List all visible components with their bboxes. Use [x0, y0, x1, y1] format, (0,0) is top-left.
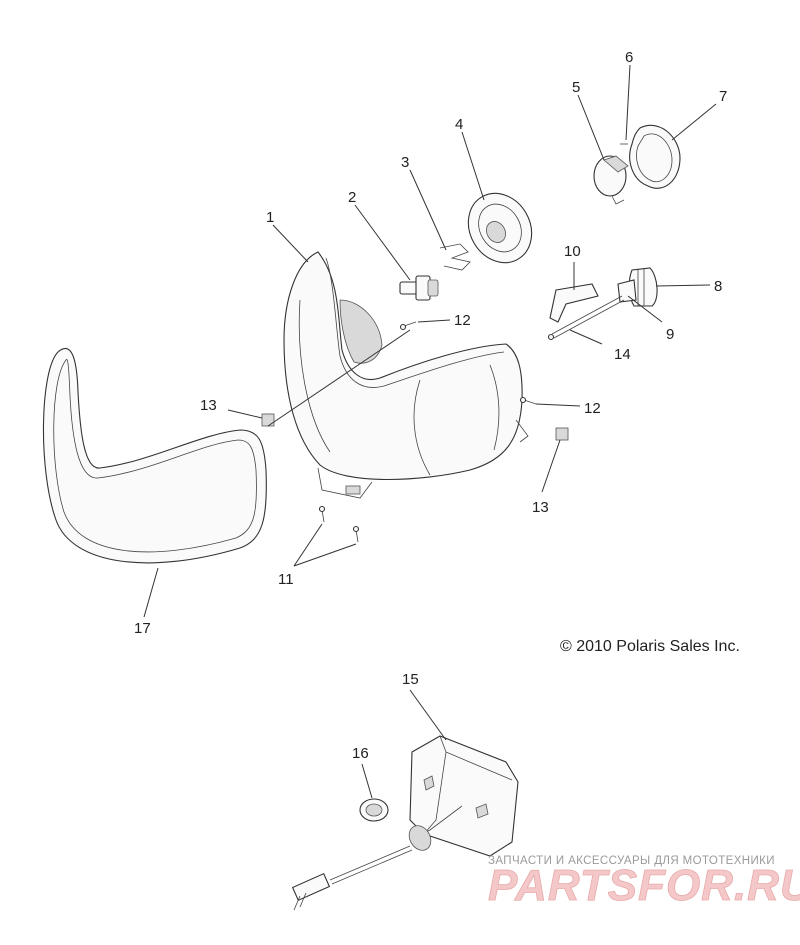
callout-15: 15 — [402, 671, 419, 688]
part-3-retaining-clip — [439, 243, 471, 271]
callout-9: 9 — [666, 326, 674, 343]
part-15-module-box — [409, 735, 519, 857]
callout-14: 14 — [614, 346, 631, 363]
callout-5: 5 — [572, 79, 580, 96]
callout-11: 11 — [278, 571, 294, 588]
part-17-gasket — [42, 347, 267, 564]
callout-8: 8 — [714, 278, 722, 295]
part-1-headlight-housing — [283, 251, 529, 499]
wiring-harness — [291, 805, 463, 911]
watermark-tagline: ЗАПЧАСТИ И АКСЕССУАРЫ ДЛЯ МОТОТЕХНИКИ — [488, 855, 775, 867]
callout-3: 3 — [401, 154, 409, 171]
leader-lines — [143, 64, 717, 799]
callout-2: 2 — [348, 189, 356, 206]
callout-6: 6 — [625, 49, 633, 66]
part-7-seal-ring — [629, 124, 681, 189]
callout-13b: 13 — [532, 499, 549, 516]
callout-13a: 13 — [200, 397, 217, 414]
callout-4: 4 — [455, 116, 463, 133]
callout-16: 16 — [352, 745, 369, 762]
part-13-clip-right — [555, 427, 569, 441]
callout-labels: 1 2 3 4 5 6 7 8 9 10 11 12 12 13 13 14 1… — [134, 49, 727, 762]
part-4-dust-cover — [467, 192, 533, 264]
part-16-grommet — [359, 798, 389, 822]
callout-1: 1 — [266, 209, 274, 226]
part-14-adjuster-rod — [547, 295, 625, 341]
part-11-screws — [318, 505, 360, 543]
part-12-screw-lower — [519, 396, 537, 405]
watermark-logo: PARTSFOR.RU — [488, 861, 800, 910]
callout-12a: 12 — [454, 312, 471, 329]
part-10-bracket — [549, 283, 599, 323]
callout-17: 17 — [134, 620, 151, 637]
part-2-bulb — [399, 275, 439, 301]
part-13-clip-left — [261, 413, 275, 427]
part-5-lamp — [593, 155, 629, 205]
callout-7: 7 — [719, 88, 727, 105]
part-12-screw-upper — [399, 321, 417, 331]
copyright-notice: © 2010 Polaris Sales Inc. — [560, 638, 740, 655]
part-8-adjuster-knob — [617, 267, 658, 307]
callout-12b: 12 — [584, 400, 601, 417]
callout-10: 10 — [564, 243, 581, 260]
